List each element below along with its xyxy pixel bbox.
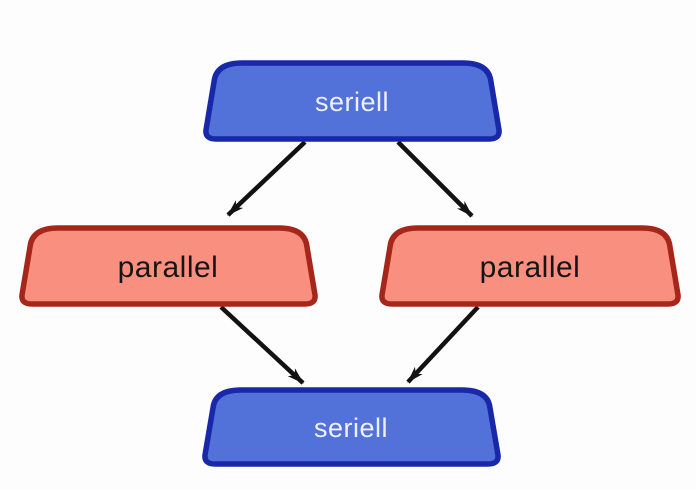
edge-arrow-left-to-bottom — [219, 305, 305, 385]
node-label: parallel — [480, 251, 581, 284]
node-seriell-top-shape — [203, 60, 502, 142]
node-seriell-bottom: seriell — [202, 387, 501, 467]
node-seriell-top: seriell — [203, 60, 502, 142]
edge-arrow-top-to-left — [226, 140, 307, 217]
node-seriell-bottom-shape — [202, 387, 501, 467]
node-parallel-right: parallel — [379, 225, 681, 307]
edge-group — [219, 140, 480, 385]
edge-arrow-top-to-right — [396, 140, 474, 218]
node-parallel-left: parallel — [19, 225, 318, 307]
node-label: parallel — [118, 251, 219, 284]
node-label: seriell — [314, 413, 388, 443]
edge-arrow-right-to-bottom — [406, 305, 480, 384]
node-parallel-left-shape — [19, 225, 318, 307]
node-label: seriell — [315, 87, 389, 117]
node-parallel-right-shape — [379, 225, 681, 307]
